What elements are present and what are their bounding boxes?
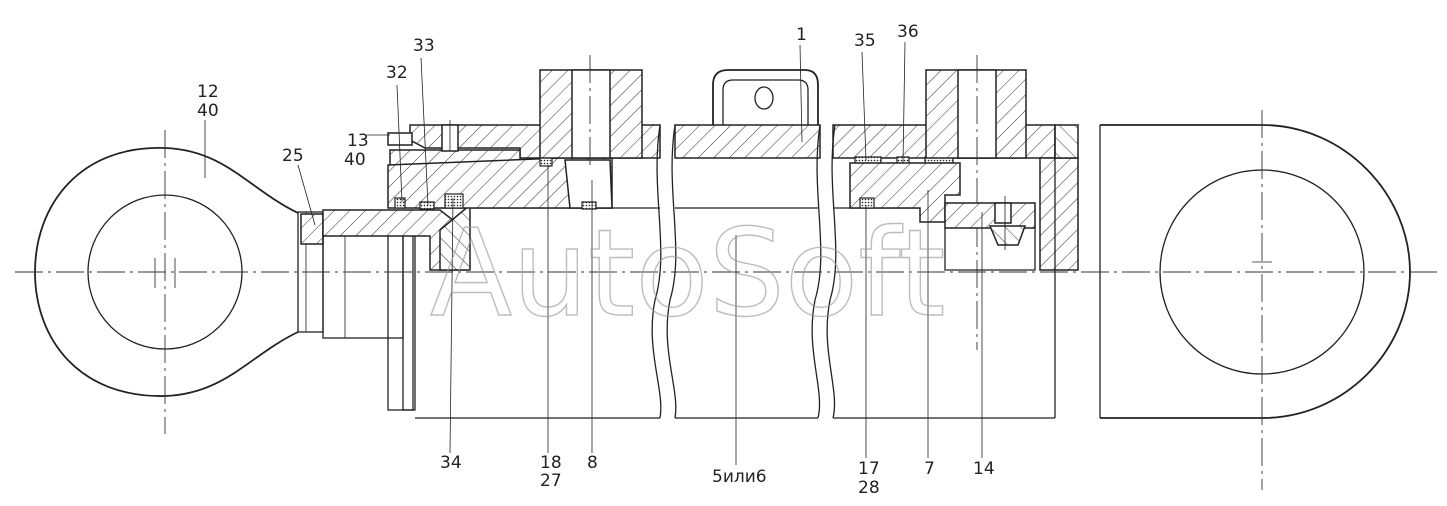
part-labels: 12 40 13 40 25 32 33 1 35 36 34 18 27 8 … (197, 22, 995, 498)
label-34: 34 (440, 453, 462, 473)
label-27: 27 (540, 471, 562, 491)
label-36: 36 (897, 22, 919, 42)
cap-end-eye (1100, 110, 1411, 490)
watermark: AutoSoft (430, 205, 945, 344)
label-7: 7 (924, 459, 935, 479)
label-8: 8 (587, 453, 598, 473)
label-13: 13 (347, 131, 369, 151)
label-33: 33 (413, 36, 435, 56)
rod-end-eye (34, 130, 299, 434)
piston (849, 162, 1036, 271)
label-35: 35 (854, 31, 876, 51)
label-40-side: 40 (344, 150, 366, 170)
label-32: 32 (386, 63, 408, 83)
mounting-block-left (539, 55, 643, 165)
rod-end-neck (297, 211, 416, 411)
label-5-or-6: 5или6 (712, 467, 767, 487)
label-28: 28 (858, 478, 880, 498)
label-14: 14 (973, 459, 995, 479)
label-25: 25 (282, 146, 304, 166)
piston-rod (322, 203, 1055, 419)
bottom-cap (1039, 124, 1101, 418)
label-18: 18 (540, 453, 562, 473)
label-17: 17 (858, 459, 880, 479)
label-12: 12 (197, 82, 219, 102)
label-40-top: 40 (197, 101, 219, 121)
break-lines (651, 124, 837, 419)
label-1: 1 (796, 25, 807, 45)
leader-lines (204, 41, 983, 465)
lifting-lug (712, 69, 819, 125)
